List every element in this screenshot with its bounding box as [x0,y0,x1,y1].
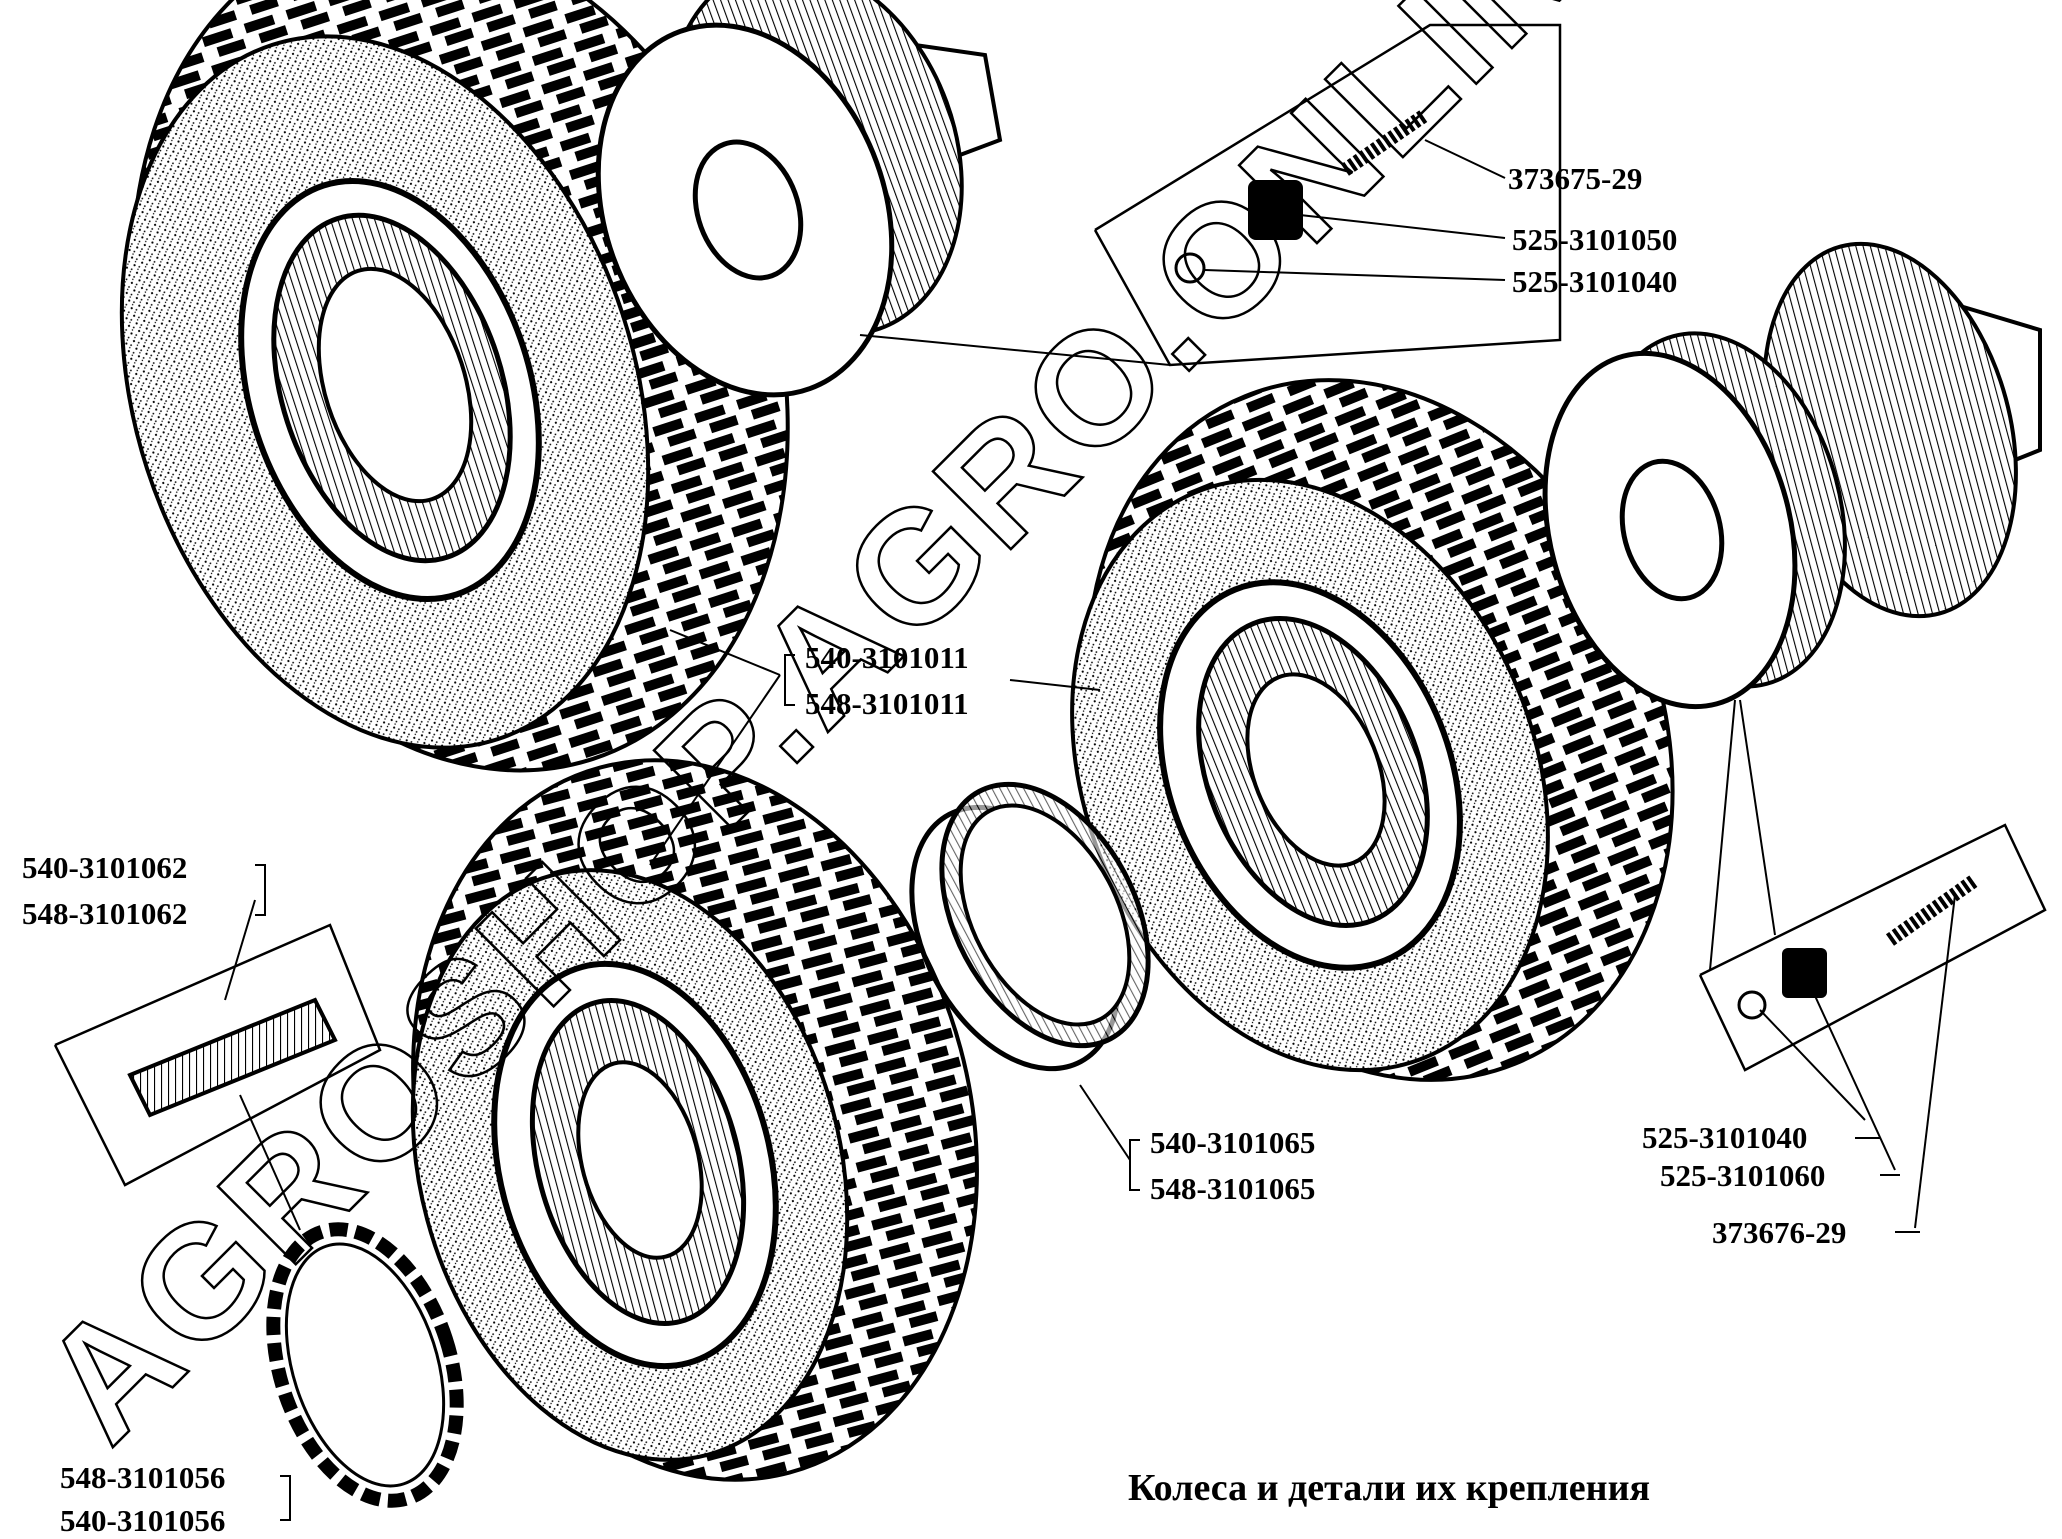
rim-band [909,781,1151,1161]
wheel-leader-lines [255,629,1920,1521]
callout-clamp-top: 525-3101050 [1512,222,1678,257]
lock-ring [239,1094,464,1508]
callout-lock-a: 540-3101062 [22,850,188,885]
wheel-bottom [410,758,979,1482]
fastener-group-right [1698,699,2047,1229]
callout-nut-top: 525-3101040 [1512,264,1678,299]
hub-top [595,0,1003,398]
callout-wheel-a: 540-3101011 [805,640,969,675]
callout-clamp-right: 525-3101060 [1660,1158,1826,1193]
callout-band-a: 540-3101065 [1150,1125,1316,1160]
callout-bolt-top: 373675-29 [1508,161,1643,196]
callout-lock-b: 548-3101062 [22,896,188,931]
callout-band-b: 548-3101065 [1150,1171,1316,1206]
diagram-title: Колеса и детали их крепления [1128,1467,1651,1509]
callout-nut-right: 525-3101040 [1642,1120,1808,1155]
wheel-center-right [1070,378,1675,1082]
callout-ring-b: 540-3101056 [60,1503,226,1538]
callout-ring-a: 548-3101056 [60,1460,226,1495]
hub-right [1542,241,2042,710]
callout-bolt-right: 373676-29 [1712,1215,1847,1250]
fastener-group-top [859,23,1562,367]
lock-plate [53,899,382,1187]
callout-wheel-b: 548-3101011 [805,686,969,721]
